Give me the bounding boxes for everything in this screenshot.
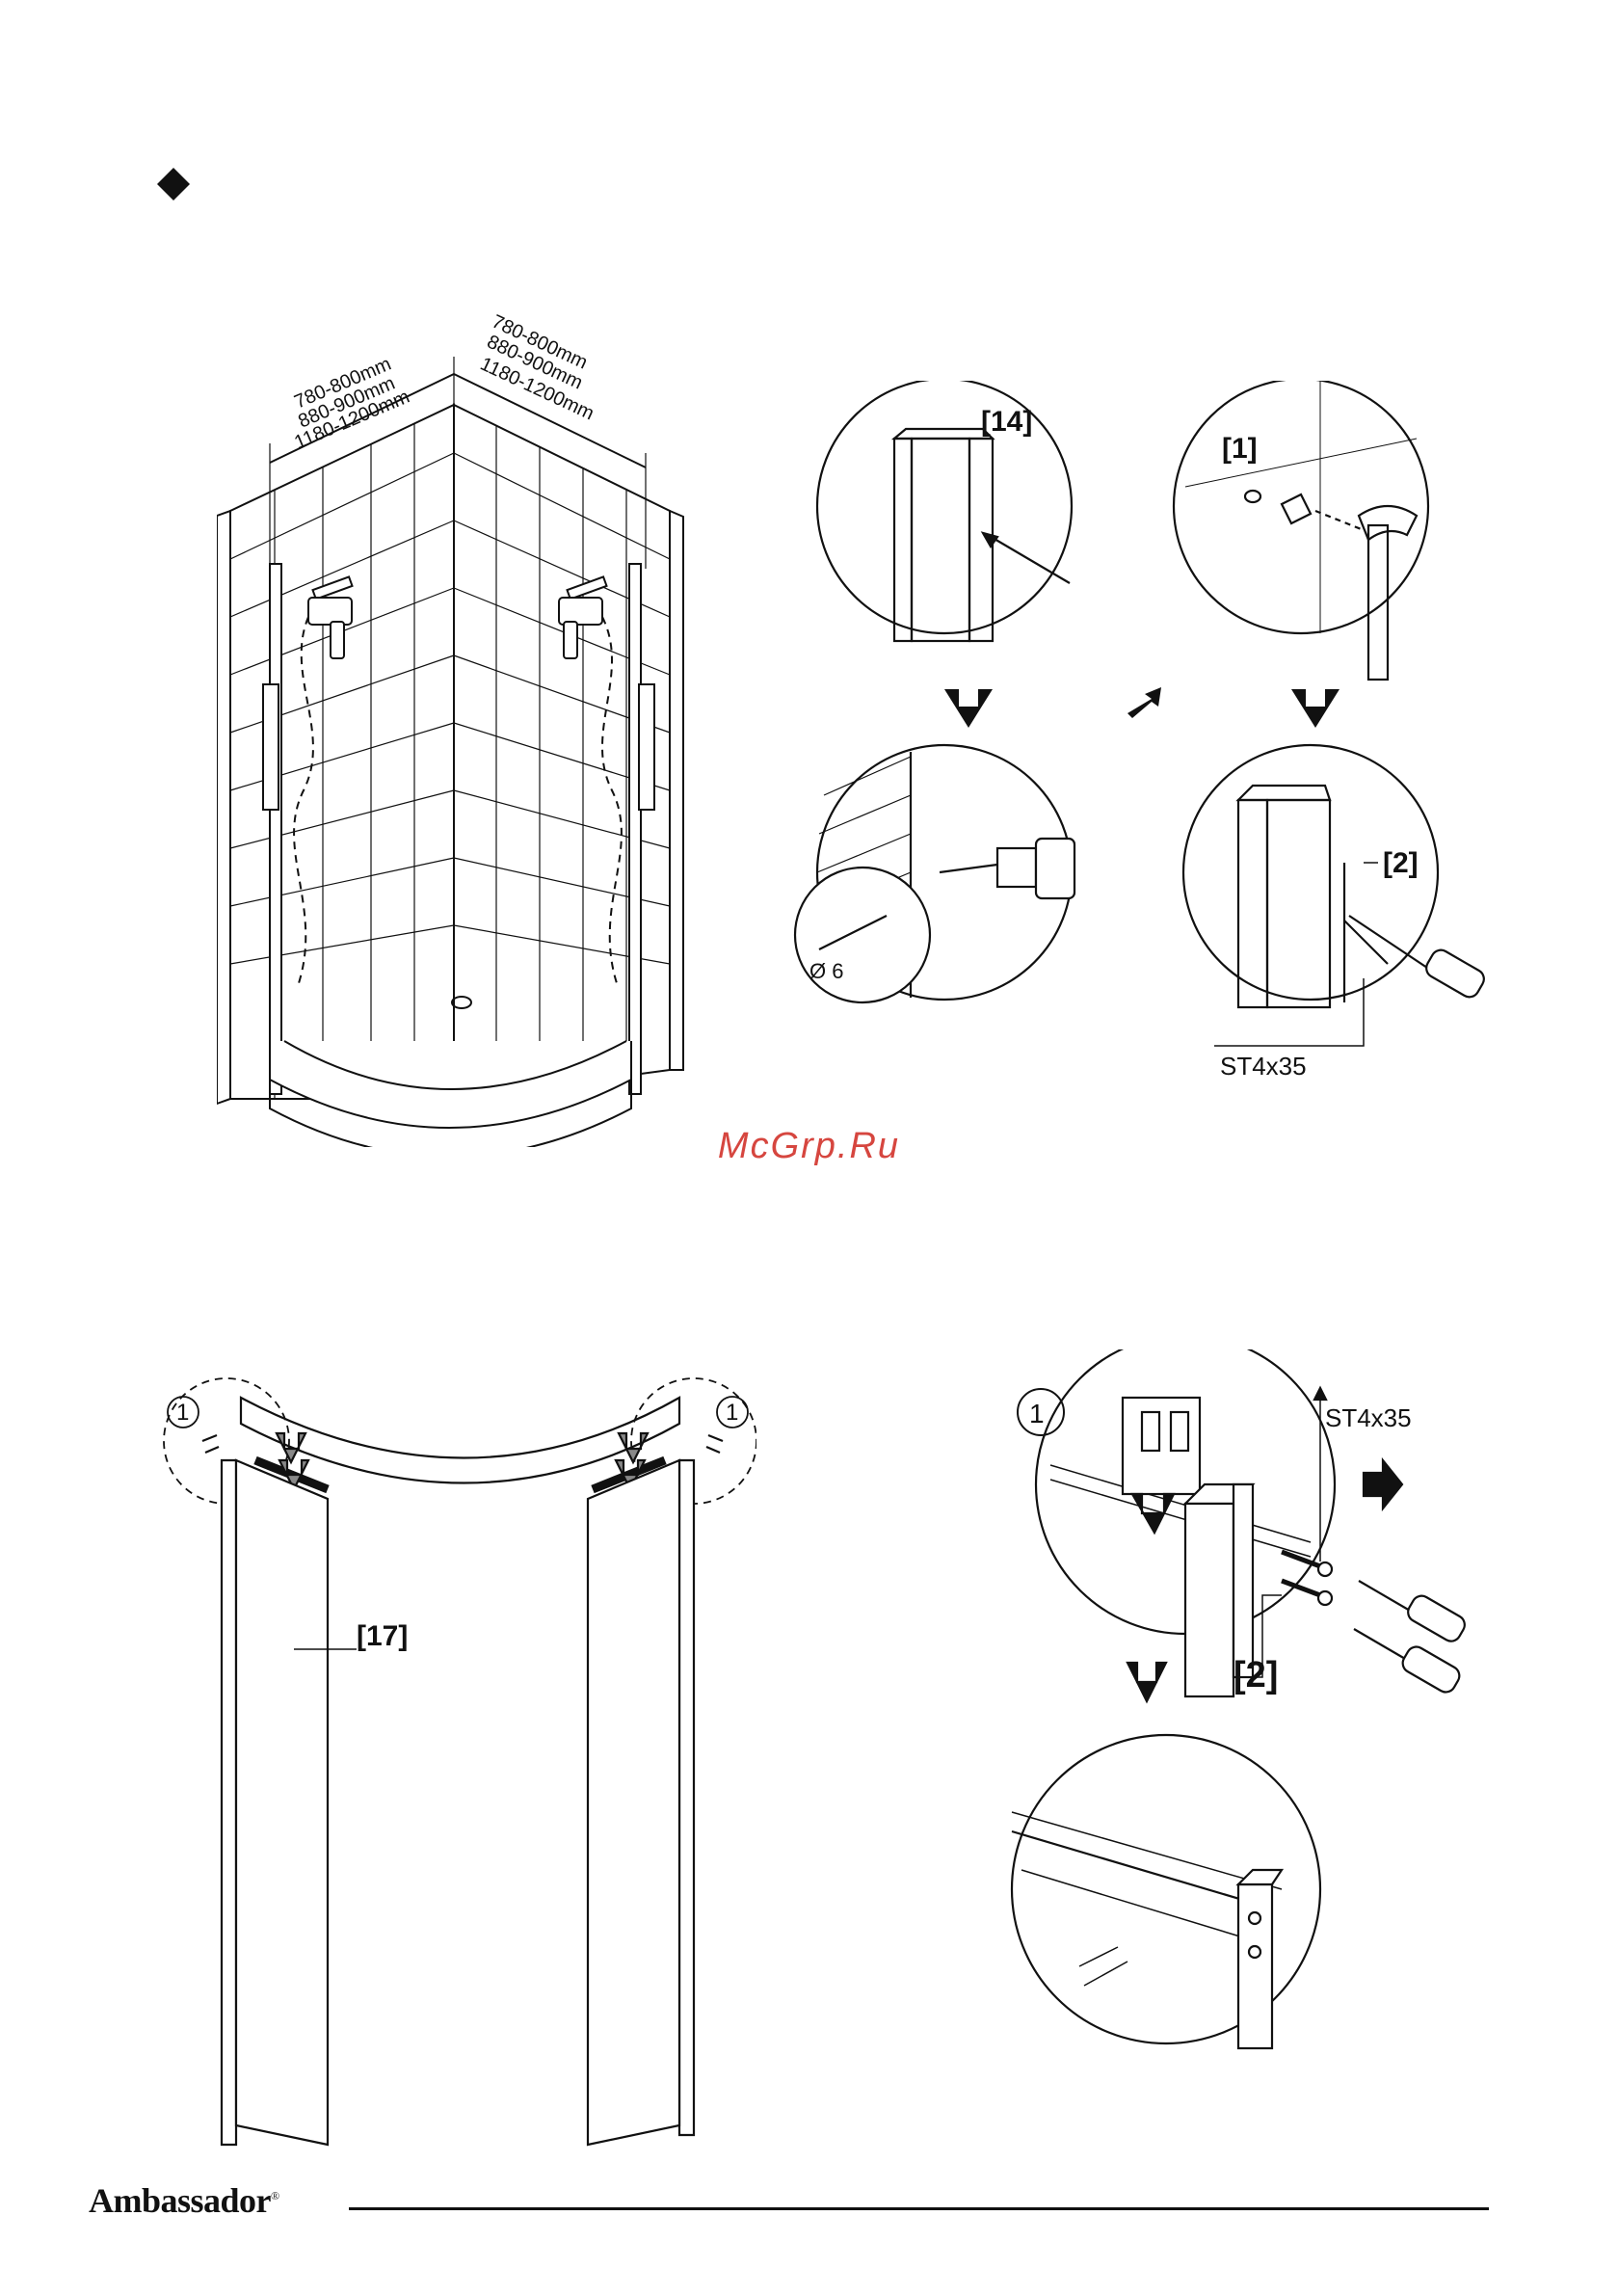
part-label-2: [2] xyxy=(1383,847,1419,879)
part-label-14: [14] xyxy=(981,406,1032,438)
callout-number-right: 1 xyxy=(726,1400,738,1426)
drill-size-label: Ø 6 xyxy=(809,959,843,983)
detail-screw-label: [2] xyxy=(1233,1655,1278,1695)
brand-registered-mark: ® xyxy=(271,2189,279,2203)
callout-number-detail: 1 xyxy=(1029,1399,1045,1428)
watermark: McGrp.Ru xyxy=(0,1126,1618,1167)
mounting-steps-diagram: [14] [1] [2] Ø 6 ST4x35 xyxy=(781,381,1552,1094)
shower-corner-illustration: 780-800mm 880-900mm 1180-1200mm 780-800m… xyxy=(217,308,718,1147)
brand-name: Ambassador xyxy=(89,2181,271,2220)
panel-assembly-illustration: 1 1 [17] xyxy=(159,1374,756,2154)
footer-rule xyxy=(349,2207,1489,2210)
section-bullet-icon xyxy=(157,168,190,200)
panel-label-17: [17] xyxy=(357,1620,408,1652)
rail-fixing-diagram: 1 ST4x35 [2] xyxy=(993,1349,1571,2063)
detail-screw-spec: ST4x35 xyxy=(1325,1403,1412,1432)
part-label-1: [1] xyxy=(1222,433,1258,465)
screw-spec-label: ST4x35 xyxy=(1220,1052,1307,1081)
brand-logo: Ambassador® xyxy=(89,2180,279,2221)
callout-number-left: 1 xyxy=(176,1400,189,1426)
